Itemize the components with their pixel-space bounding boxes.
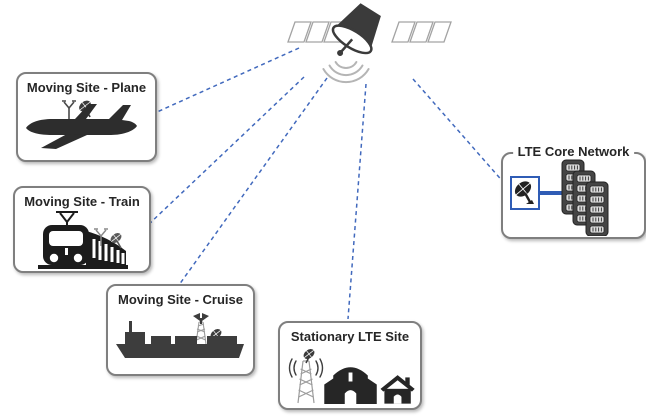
dish-icon <box>110 233 122 249</box>
antenna-icon <box>192 313 209 324</box>
node-title: Moving Site - Plane <box>26 80 147 95</box>
house-icon <box>380 375 415 404</box>
pantograph <box>56 211 78 226</box>
link-satellite-stationary <box>347 83 367 320</box>
node-title: Stationary LTE Site <box>290 329 410 344</box>
radio-waves-icon <box>288 358 324 378</box>
solar-panel-right <box>391 21 452 43</box>
link-satellite-plane <box>156 47 300 113</box>
node-stationary-lte-site: Stationary LTE Site <box>278 321 422 410</box>
signal-waves-icon <box>322 61 370 84</box>
ship-icon <box>115 321 244 358</box>
dish-to-servers-link <box>540 191 563 195</box>
train-art <box>38 211 128 269</box>
antenna-icon <box>61 100 76 120</box>
satellite-links <box>147 47 506 320</box>
ground-station-dish-box <box>510 176 540 210</box>
airplane-icon <box>25 104 137 149</box>
node-title: LTE Core Network <box>512 143 635 160</box>
train-icon <box>38 211 128 269</box>
node-moving-site-cruise: Moving Site - Cruise <box>106 284 255 376</box>
link-satellite-core <box>412 78 506 185</box>
antenna-icon <box>94 228 108 246</box>
node-moving-site-train: Moving Site - Train <box>13 186 151 273</box>
link-satellite-train <box>147 76 305 226</box>
satellite-body <box>331 3 381 57</box>
node-title: Moving Site - Train <box>24 194 140 209</box>
node-lte-core-network: LTE Core Network <box>501 143 646 239</box>
dish-icon <box>514 181 534 204</box>
satellite-icon <box>287 3 452 84</box>
lattice-tower-icon <box>194 321 207 345</box>
airplane-art <box>25 100 137 149</box>
node-title: Moving Site - Cruise <box>118 292 243 307</box>
cell-tower-icon <box>288 349 324 404</box>
stationary-art <box>288 349 415 404</box>
link-satellite-cruise <box>178 77 328 286</box>
server-rack-icon <box>560 158 640 236</box>
node-moving-site-plane: Moving Site - Plane <box>16 72 157 162</box>
dish-icon <box>303 349 315 364</box>
cruise-art <box>115 313 244 358</box>
barn-icon <box>324 367 377 404</box>
